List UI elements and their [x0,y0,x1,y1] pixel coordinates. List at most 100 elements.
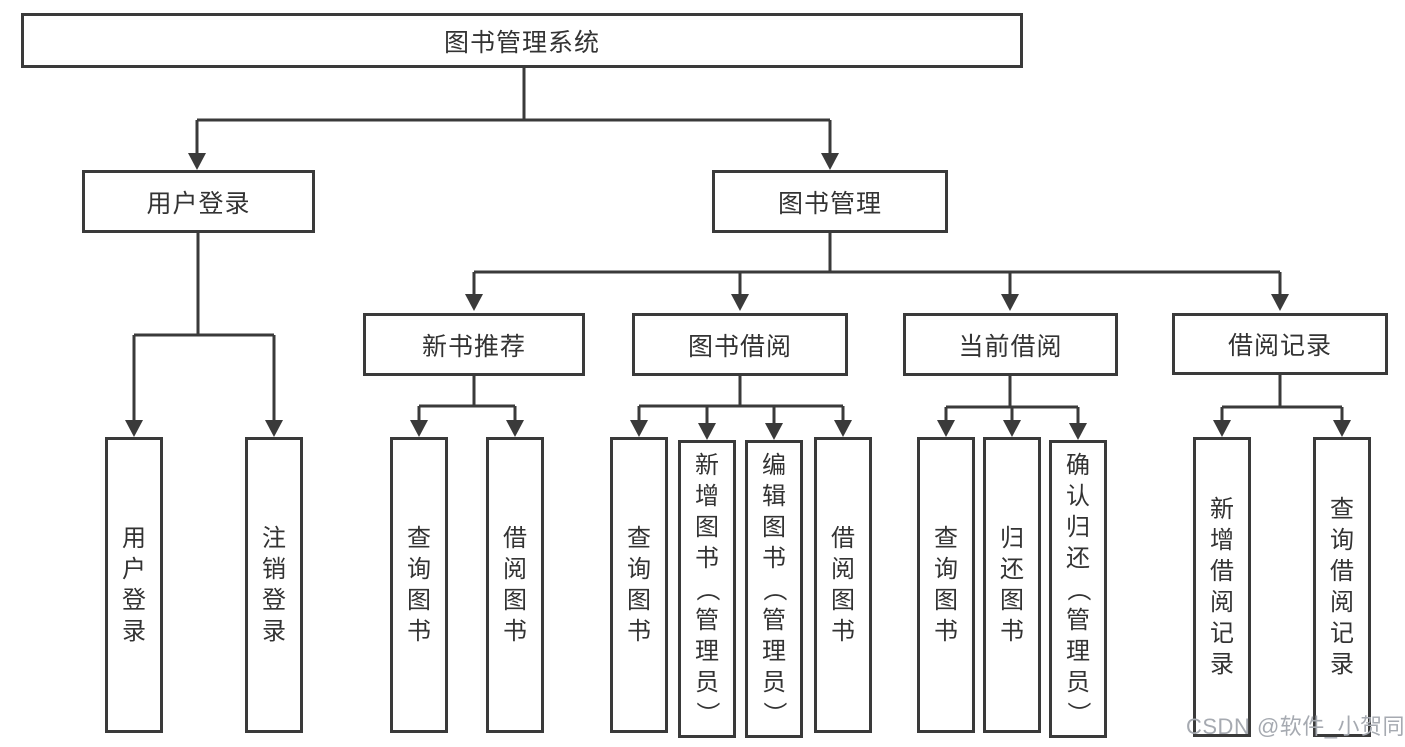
vertical-char: 新 [695,451,719,479]
vertical-char: 录 [122,618,146,645]
arrow [1333,420,1351,437]
vertical-char: （ [693,577,721,601]
vertical-char: 书 [407,618,431,645]
arrow [937,420,955,437]
leaf-return-book: 归还图书 [983,437,1041,733]
vertical-char: ） [760,701,788,725]
vertical-char: 阅 [1330,589,1354,616]
arrowheads [125,153,1351,440]
vertical-char: 阅 [831,556,855,583]
vertical-char: 图 [1000,587,1024,614]
leaf-query-borrow-record: 查询借阅记录 [1313,437,1371,737]
vertical-char: 理 [762,637,786,665]
vertical-char: 归 [1066,513,1090,541]
node-book-management: 图书管理 [712,170,948,233]
vertical-char: 记 [1330,620,1354,647]
vertical-char: 书 [503,618,527,645]
vertical-char: 管 [762,606,786,634]
node-book-borrow: 图书借阅 [632,313,848,376]
vertical-char: 管 [1066,606,1090,634]
connector-root-branch [195,68,832,156]
leaf-query-book-current: 查询图书 [917,437,975,733]
leaf-borrow-book-recommend: 借阅图书 [486,437,544,733]
arrow [698,423,716,440]
vertical-char: 图 [695,513,719,541]
vertical-char: 书 [627,618,651,645]
connector-book-mgmt-branch [472,233,1282,298]
arrow [821,153,839,170]
leaf-confirm-return-admin: 确认归还（管理员） [1049,440,1107,738]
csdn-watermark: CSDN @软件_小贺同学 [1186,714,1405,739]
arrow [188,153,206,170]
arrow [465,294,483,311]
vertical-char: 增 [695,482,719,510]
leaf-query-book-recommend: 查询图书 [390,437,448,733]
vertical-char: （ [1064,577,1092,601]
vertical-char: 确 [1066,451,1090,479]
arrow [765,423,783,440]
vertical-char: 编 [762,451,786,479]
arrow [265,420,283,437]
vertical-char: （ [760,577,788,601]
vertical-char: 查 [627,525,651,552]
arrow [630,420,648,437]
vertical-char: 借 [1330,558,1354,585]
arrow [410,420,428,437]
vertical-char: 增 [1210,527,1234,554]
vertical-char: 阅 [1210,589,1234,616]
leaf-edit-book-admin: 编辑图书（管理员） [745,440,803,738]
vertical-char: 查 [407,525,431,552]
vertical-char: 认 [1066,482,1090,510]
vertical-char: 图 [407,587,431,614]
connector-book-borrow-branch [637,376,845,427]
vertical-char: 员 [695,668,719,696]
vertical-char: 借 [503,525,527,552]
connector-current-borrow-branch [944,376,1080,427]
vertical-char: 辑 [762,482,786,510]
vertical-char: 员 [762,668,786,696]
arrow [1271,294,1289,311]
vertical-char: 户 [122,556,146,583]
vertical-char: 询 [627,556,651,583]
leaf-add-book-admin: 新增图书（管理员） [678,440,736,738]
arrow [834,420,852,437]
vertical-char: 借 [1210,558,1234,585]
vertical-char: 图 [831,587,855,614]
vertical-char: 理 [695,637,719,665]
vertical-char: 查 [1330,496,1354,523]
vertical-char: 录 [1210,651,1234,678]
node-root: 图书管理系统 [21,13,1023,68]
vertical-char: 归 [1000,525,1024,552]
vertical-char: 书 [762,544,786,572]
vertical-char: 记 [1210,620,1234,647]
vertical-char: 理 [1066,637,1090,665]
leaf-borrow-book-borrow: 借阅图书 [814,437,872,733]
vertical-char: 登 [262,587,286,614]
arrow [125,420,143,437]
vertical-char: 图 [934,587,958,614]
vertical-char: 销 [262,556,286,583]
arrow [1003,420,1021,437]
vertical-char: 询 [934,556,958,583]
vertical-char: 新 [1210,496,1234,523]
vertical-char: ） [1064,701,1092,725]
vertical-char: 书 [1000,618,1024,645]
node-borrow-records: 借阅记录 [1172,313,1388,375]
vertical-char: 图 [627,587,651,614]
vertical-char: 录 [1330,651,1354,678]
arrow [1001,294,1019,311]
leaf-add-borrow-record: 新增借阅记录 [1193,437,1251,737]
vertical-char: 书 [934,618,958,645]
vertical-char: 录 [262,618,286,645]
node-current-borrow: 当前借阅 [903,313,1118,376]
vertical-char: 图 [503,587,527,614]
leaf-logout: 注销登录 [245,437,303,733]
vertical-char: 用 [122,525,146,552]
leaf-user-login: 用户登录 [105,437,163,733]
vertical-char: 员 [1066,668,1090,696]
connector-borrow-records-branch [1220,375,1344,424]
vertical-char: 管 [695,606,719,634]
vertical-char: 还 [1000,556,1024,583]
